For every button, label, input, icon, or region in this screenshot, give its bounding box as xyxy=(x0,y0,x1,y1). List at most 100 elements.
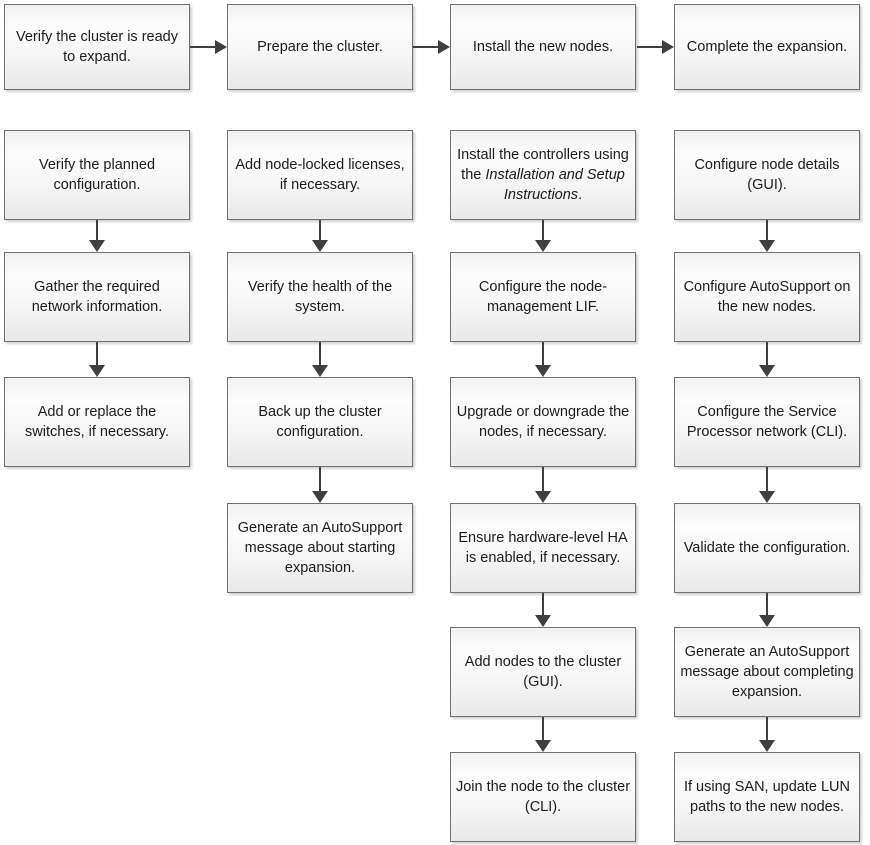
step-label: Gather the required network information. xyxy=(31,279,163,315)
step-box-add-nodes-to-cluster-gui: Add nodes to the cluster (GUI). xyxy=(450,627,636,717)
step-box-add-replace-switches: Add or replace the switches, if necessar… xyxy=(4,377,190,467)
arrow-head xyxy=(535,740,551,752)
down-arrow xyxy=(312,342,328,377)
step-box-ensure-hardware-level-ha: Ensure hardware-level HA is enabled, if … xyxy=(450,503,636,593)
stage-label: Complete the expansion. xyxy=(686,39,848,55)
down-arrow xyxy=(759,593,775,627)
arrow-line xyxy=(413,46,438,48)
step-label: If using SAN, update LUN paths to the ne… xyxy=(683,779,851,815)
down-arrow xyxy=(312,467,328,503)
arrow-line xyxy=(766,717,768,740)
stage-box-install-new-nodes: Install the new nodes. xyxy=(450,4,636,90)
step-box-autosupport-completing-expansion: Generate an AutoSupport message about co… xyxy=(674,627,860,717)
arrow-line xyxy=(637,46,662,48)
step-box-configure-autosupport-new-nodes: Configure AutoSupport on the new nodes. xyxy=(674,252,860,342)
step-box-configure-node-management-lif: Configure the node-management LIF. xyxy=(450,252,636,342)
stage-label: Verify the cluster is ready to expand. xyxy=(16,29,178,65)
step-box-update-lun-paths-san: If using SAN, update LUN paths to the ne… xyxy=(674,752,860,842)
arrow-line xyxy=(542,717,544,740)
step-box-autosupport-starting-expansion: Generate an AutoSupport message about st… xyxy=(227,503,413,593)
stage-box-verify-cluster-ready: Verify the cluster is ready to expand. xyxy=(4,4,190,90)
step-box-upgrade-downgrade-nodes: Upgrade or downgrade the nodes, if neces… xyxy=(450,377,636,467)
arrow-head xyxy=(662,40,674,54)
arrow-line xyxy=(96,342,98,365)
down-arrow xyxy=(759,342,775,377)
step-label: Verify the planned configuration. xyxy=(38,157,156,193)
arrow-line xyxy=(766,342,768,365)
step-box-configure-service-processor-network: Configure the Service Processor network … xyxy=(674,377,860,467)
stage-label: Install the new nodes. xyxy=(472,39,614,55)
arrow-line xyxy=(319,342,321,365)
arrow-head xyxy=(759,240,775,252)
step-label: Join the node to the cluster (CLI). xyxy=(455,779,631,815)
down-arrow xyxy=(535,467,551,503)
step-box-back-up-cluster-configuration: Back up the cluster configuration. xyxy=(227,377,413,467)
down-arrow xyxy=(759,220,775,252)
step-label: Generate an AutoSupport message about co… xyxy=(680,644,854,700)
step-box-install-controllers: Install the controllers using the Instal… xyxy=(450,130,636,220)
stage-label: Prepare the cluster. xyxy=(257,39,383,55)
step-box-join-node-to-cluster-cli: Join the node to the cluster (CLI). xyxy=(450,752,636,842)
step-box-configure-node-details-gui: Configure node details (GUI). xyxy=(674,130,860,220)
arrow-head xyxy=(759,365,775,377)
step-box-add-node-locked-licenses: Add node-locked licenses, if necessary. xyxy=(227,130,413,220)
step-label: Ensure hardware-level HA is enabled, if … xyxy=(458,530,628,566)
down-arrow xyxy=(535,342,551,377)
right-arrow xyxy=(413,40,450,54)
step-label: Configure node details (GUI). xyxy=(694,157,840,193)
step-label: Add nodes to the cluster (GUI). xyxy=(464,654,622,690)
down-arrow xyxy=(535,220,551,252)
step-label: Validate the configuration. xyxy=(683,540,851,556)
down-arrow xyxy=(312,220,328,252)
arrow-line xyxy=(190,46,215,48)
down-arrow xyxy=(89,342,105,377)
down-arrow xyxy=(759,467,775,503)
step-label: Generate an AutoSupport message about st… xyxy=(237,520,403,576)
down-arrow xyxy=(535,717,551,752)
down-arrow xyxy=(89,220,105,252)
step-label: Configure the node-management LIF. xyxy=(478,279,608,315)
step-label: Upgrade or downgrade the nodes, if neces… xyxy=(456,404,630,440)
arrow-line xyxy=(542,220,544,240)
arrow-line xyxy=(319,220,321,240)
arrow-line xyxy=(96,220,98,240)
step-box-verify-planned-configuration: Verify the planned configuration. xyxy=(4,130,190,220)
arrow-head xyxy=(535,240,551,252)
step-label-prefix: Install the controllers using the xyxy=(457,147,629,183)
stage-box-complete-expansion: Complete the expansion. xyxy=(674,4,860,90)
step-box-validate-configuration: Validate the configuration. xyxy=(674,503,860,593)
arrow-head xyxy=(312,240,328,252)
arrow-line xyxy=(542,467,544,491)
arrow-head xyxy=(535,615,551,627)
arrow-head xyxy=(759,615,775,627)
step-label: Install the controllers using the Instal… xyxy=(454,145,632,205)
step-label: Back up the cluster configuration. xyxy=(258,404,382,440)
step-label-italic: Installation and Setup Instructions xyxy=(485,167,625,203)
down-arrow xyxy=(759,717,775,752)
arrow-head xyxy=(89,365,105,377)
step-label: Configure the Service Processor network … xyxy=(686,404,848,440)
arrow-head xyxy=(759,491,775,503)
step-label: Add or replace the switches, if necessar… xyxy=(25,404,169,440)
arrow-head xyxy=(438,40,450,54)
right-arrow xyxy=(190,40,227,54)
arrow-line xyxy=(542,593,544,615)
arrow-line xyxy=(766,220,768,240)
stage-box-prepare-cluster: Prepare the cluster. xyxy=(227,4,413,90)
arrow-line xyxy=(542,342,544,365)
arrow-line xyxy=(766,467,768,491)
right-arrow xyxy=(637,40,674,54)
arrow-head xyxy=(535,491,551,503)
step-box-gather-network-information: Gather the required network information. xyxy=(4,252,190,342)
step-label: Verify the health of the system. xyxy=(247,279,393,315)
step-label: Add node-locked licenses, if necessary. xyxy=(235,157,405,193)
arrow-line xyxy=(319,467,321,491)
arrow-head xyxy=(759,740,775,752)
arrow-head xyxy=(312,365,328,377)
arrow-line xyxy=(766,593,768,615)
arrow-head xyxy=(215,40,227,54)
arrow-head xyxy=(312,491,328,503)
arrow-head xyxy=(89,240,105,252)
step-label: Configure AutoSupport on the new nodes. xyxy=(683,279,851,315)
